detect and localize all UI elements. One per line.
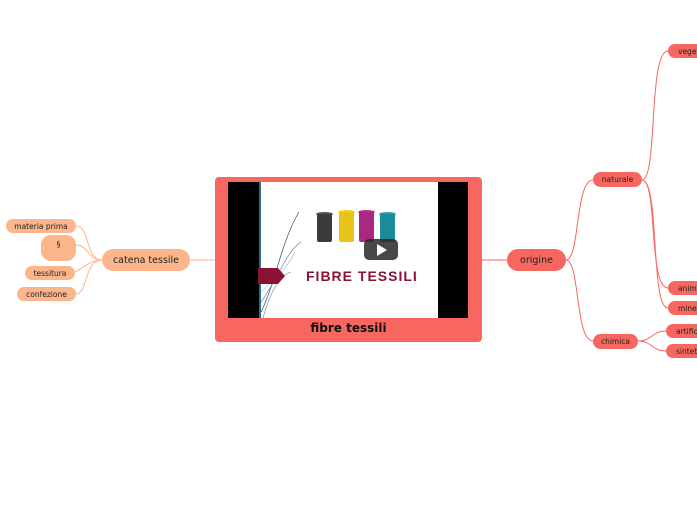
spool-yellow (339, 212, 354, 242)
confezione-node[interactable]: confezione (17, 287, 76, 301)
arrow-tag-icon (258, 268, 285, 284)
minerale-node[interactable]: mine (668, 301, 697, 315)
play-icon (377, 243, 387, 256)
materia-prima-node[interactable]: materia prima (6, 219, 76, 233)
link-origine-naturale (565, 179, 594, 261)
link-naturale-mine (641, 179, 669, 309)
video-thumbnail: FIBRE TESSILI (261, 182, 438, 318)
section-sign-node[interactable]: § (41, 235, 76, 261)
video-embed[interactable]: FIBRE TESSILI (228, 182, 468, 318)
video-brand-title: FIBRE TESSILI (306, 268, 418, 284)
animale-node[interactable]: anima (668, 281, 697, 295)
link-naturale-veget (641, 50, 669, 181)
link-chimica-sinteti (637, 340, 667, 352)
artificiale-node[interactable]: artific (666, 324, 697, 338)
central-topic[interactable]: FIBRE TESSILI fibre tessili (215, 177, 482, 342)
central-title: fibre tessili (310, 321, 387, 335)
thread-lines (261, 211, 302, 318)
catena-tessile-node[interactable]: catena tessile (102, 249, 190, 271)
naturale-node[interactable]: naturale (593, 172, 642, 187)
sintetica-node[interactable]: sinteti (666, 344, 697, 358)
link-catena-materia (75, 225, 103, 261)
tessitura-node[interactable]: tessitura (25, 266, 75, 280)
spool-cyan (380, 214, 395, 242)
chimica-node[interactable]: chimica (593, 334, 638, 349)
spool-magenta (359, 212, 374, 242)
link-naturale-anima (641, 179, 669, 289)
link-catena-s (75, 244, 103, 261)
vegetale-node[interactable]: veget (668, 44, 697, 58)
link-origine-chimica (565, 259, 594, 342)
link-chimica-artific (637, 330, 667, 342)
spool-black (317, 214, 332, 242)
origine-node[interactable]: origine (507, 249, 566, 271)
play-button[interactable] (364, 239, 398, 260)
link-catena-confezione (75, 259, 103, 295)
